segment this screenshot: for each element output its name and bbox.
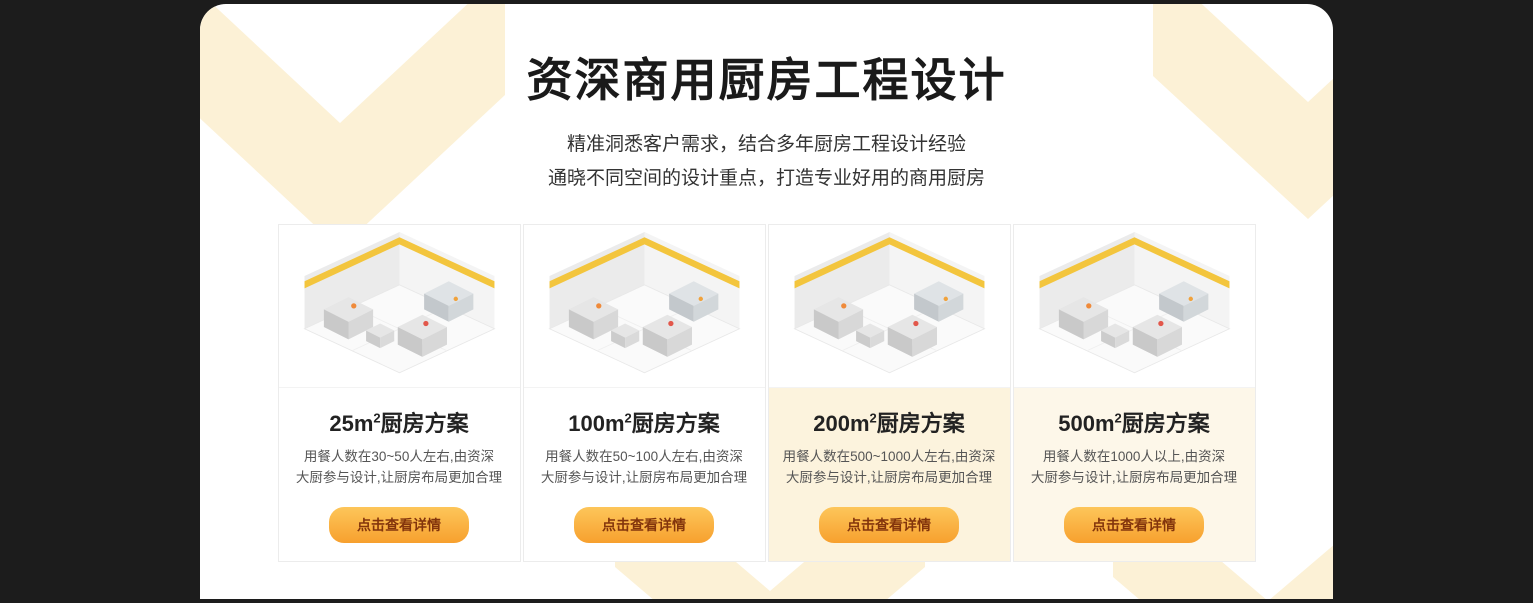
kitchen-scene-graphic	[548, 231, 740, 374]
plan-card-body: 25m2厨房方案 用餐人数在30~50人左右,由资深 大厨参与设计,让厨房布局更…	[279, 388, 520, 561]
view-details-button[interactable]: 点击查看详情	[819, 506, 959, 543]
plan-card-body: 100m2厨房方案 用餐人数在50~100人左右,由资深 大厨参与设计,让厨房布…	[524, 388, 765, 561]
kitchen-scene-graphic	[303, 231, 495, 374]
plan-title: 500m2厨房方案	[1058, 410, 1210, 436]
plan-description: 用餐人数在500~1000人左右,由资深 大厨参与设计,让厨房布局更加合理	[782, 448, 996, 486]
plan-card-200m2: 200m2厨房方案 用餐人数在500~1000人左右,由资深 大厨参与设计,让厨…	[767, 223, 1011, 562]
kitchen-render-100m2	[523, 224, 765, 388]
kitchen-scene-graphic	[1038, 231, 1230, 374]
kitchen-render-500m2	[1013, 224, 1255, 388]
view-details-button[interactable]: 点击查看详情	[329, 506, 469, 543]
kitchen-scene-graphic	[793, 231, 985, 374]
plan-description: 用餐人数在50~100人左右,由资深 大厨参与设计,让厨房布局更加合理	[540, 448, 748, 486]
subtitle-line-2: 通晓不同空间的设计重点，打造专业好用的商用厨房	[547, 168, 985, 190]
plan-description: 用餐人数在1000人以上,由资深 大厨参与设计,让厨房布局更加合理	[1030, 448, 1238, 486]
plan-title: 25m2厨房方案	[329, 410, 469, 436]
kitchen-render-25m2	[278, 224, 520, 388]
plan-description: 用餐人数在30~50人左右,由资深 大厨参与设计,让厨房布局更加合理	[295, 448, 503, 486]
plan-cards-row: 25m2厨房方案 用餐人数在30~50人左右,由资深 大厨参与设计,让厨房布局更…	[200, 223, 1333, 562]
plan-card-500m2: 500m2厨房方案 用餐人数在1000人以上,由资深 大厨参与设计,让厨房布局更…	[1012, 223, 1256, 562]
plan-title: 200m2厨房方案	[813, 410, 965, 436]
plan-card-100m2: 100m2厨房方案 用餐人数在50~100人左右,由资深 大厨参与设计,让厨房布…	[522, 223, 766, 562]
kitchen-render-200m2	[768, 224, 1010, 388]
plan-card-body: 200m2厨房方案 用餐人数在500~1000人左右,由资深 大厨参与设计,让厨…	[768, 387, 1010, 561]
section-header: 资深商用厨房工程设计 精准洞悉客户需求，结合多年厨房工程设计经验 通晓不同空间的…	[200, 4, 1333, 194]
plan-title: 100m2厨房方案	[568, 410, 720, 436]
view-details-button[interactable]: 点击查看详情	[1064, 506, 1204, 543]
subtitle-line-1: 精准洞悉客户需求，结合多年厨房工程设计经验	[566, 134, 966, 155]
view-details-button[interactable]: 点击查看详情	[574, 506, 714, 543]
content-panel: 资深商用厨房工程设计 精准洞悉客户需求，结合多年厨房工程设计经验 通晓不同空间的…	[200, 4, 1333, 599]
plan-card-body: 500m2厨房方案 用餐人数在1000人以上,由资深 大厨参与设计,让厨房布局更…	[1013, 387, 1255, 561]
page-title: 资深商用厨房工程设计	[526, 54, 1007, 106]
plan-card-25m2: 25m2厨房方案 用餐人数在30~50人左右,由资深 大厨参与设计,让厨房布局更…	[277, 223, 521, 562]
